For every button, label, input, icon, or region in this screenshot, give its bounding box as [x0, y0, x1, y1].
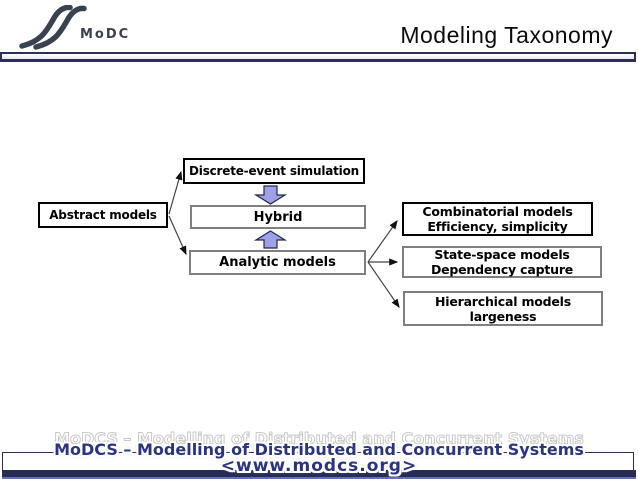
node-hierarchical-models: Hierarchical models largeness [403, 291, 603, 326]
logo-text: MoDCS [80, 27, 128, 42]
page-title: Modeling Taxonomy [400, 22, 613, 48]
node-hybrid: Hybrid [190, 205, 366, 229]
arrow-abstract-to-analytic [168, 215, 187, 256]
footer-line2: <www.modcs.org> [220, 456, 418, 476]
node-discrete-event-simulation: Discrete-event simulation [183, 158, 365, 184]
node-state-space-models: State-space models Dependency capture [402, 246, 602, 278]
footer-ghost-text: MoDCS – Modelling of Distributed and Con… [54, 429, 585, 449]
modcs-logo-icon: MoDCS [19, 5, 128, 50]
node-combinatorial-models: Combinatorial models Efficiency, simplic… [402, 202, 593, 236]
block-arrow-down-icon [253, 185, 288, 205]
node-label: State-space models [434, 247, 570, 262]
thin-arrows [168, 170, 400, 308]
footer-banner: MoDCS – Modelling of Distributed and Con… [0, 441, 638, 475]
node-label: Discrete-event simulation [189, 164, 359, 178]
node-label: Hierarchical models [434, 293, 572, 309]
arrow-analytic-to-hierarchical [367, 261, 400, 308]
footer-bar-highlight [2, 477, 636, 479]
header-rule [0, 52, 636, 62]
node-label: Abstract models [49, 208, 157, 222]
block-arrow-up-icon [253, 230, 288, 249]
node-analytic-models: Analytic models [189, 250, 366, 275]
node-sublabel: Dependency capture [430, 262, 574, 277]
footer-line1: MoDCS – Modelling of Distributed and Con… [54, 440, 584, 459]
footer-navy-bar [2, 470, 636, 477]
node-sublabel: largeness [469, 308, 537, 324]
node-label: Hybrid [253, 209, 303, 225]
node-label: Analytic models [219, 255, 336, 270]
arrow-abstract-to-discrete [168, 170, 183, 215]
node-label: Combinatorial models [422, 204, 573, 219]
arrow-analytic-to-combinatorial [367, 220, 398, 263]
node-abstract-models: Abstract models [38, 202, 168, 228]
node-sublabel: Efficiency, simplicity [427, 219, 568, 234]
